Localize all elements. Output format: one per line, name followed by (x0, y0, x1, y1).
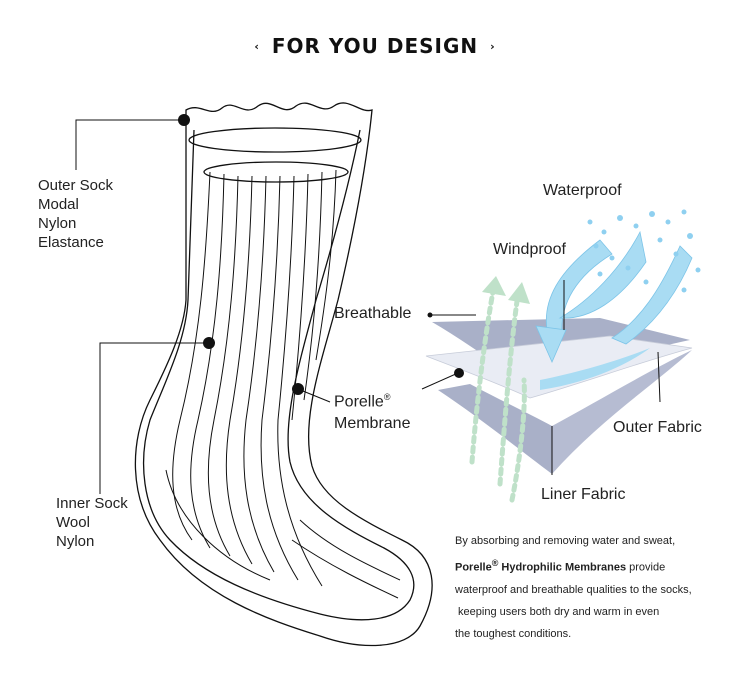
description-line-2: Porelle® Hydrophilic Membranes provide (455, 552, 692, 579)
page-title: ‹ FOR YOU DESIGN › (0, 34, 750, 58)
porelle-name: Porelle (334, 393, 384, 411)
breathable-arrows (469, 283, 527, 503)
sock-leader-lines (75, 119, 331, 494)
description-line-4: keeping users both dry and warm in even (455, 605, 660, 618)
waterproof-arrows (535, 230, 693, 390)
title-left-arrow-icon: ‹ (254, 40, 260, 53)
outer-sock-material-3: Elastance (38, 234, 104, 251)
inner-sock-dot (203, 337, 215, 349)
description-bold-porelle: Porelle (455, 561, 492, 574)
liner-fabric-label: Liner Fabric (541, 486, 626, 503)
outer-sock-label: Outer Sock Modal Nylon Elastance (38, 176, 113, 252)
description-line-1: By absorbing and removing water and swea… (455, 535, 676, 547)
sock-ribs (165, 169, 401, 599)
liner-fabric-edge (552, 350, 692, 474)
porelle-layer-dot (454, 368, 464, 378)
outer-sock-title: Outer Sock (38, 177, 114, 194)
description-text: By absorbing and removing water and swea… (455, 530, 692, 645)
membrane-dot (292, 383, 304, 395)
sock-outline (134, 102, 433, 647)
membrane-layer (425, 335, 693, 399)
description-line-3: waterproof and breathable qualities to t… (455, 583, 692, 596)
inner-sock-material-1: Wool (56, 514, 90, 531)
description-bold-membranes: Hydrophilic Membranes (498, 561, 627, 574)
description-line-5: the toughest conditions. (455, 627, 572, 640)
water-droplets (587, 209, 701, 293)
inner-sock-label: Inner Sock Wool Nylon (56, 494, 128, 551)
outer-sock-material-1: Modal (38, 196, 79, 213)
outer-sock-material-2: Nylon (38, 215, 77, 232)
outer-sock-dot (178, 114, 190, 126)
breathable-dot (427, 312, 433, 318)
windproof-label: Windproof (493, 241, 566, 258)
porelle-mark: ® (383, 392, 391, 402)
title-text: FOR YOU DESIGN (271, 34, 479, 58)
description-line-2-rest: provide (626, 561, 666, 574)
porelle-membrane-label: Porelle® Membrane (334, 386, 410, 435)
title-right-arrow-icon: › (490, 40, 496, 53)
breathable-label: Breathable (334, 305, 412, 322)
inner-sock-material-2: Nylon (56, 533, 95, 550)
description-mark: ® (491, 558, 499, 568)
air-arrow-head-2-icon (508, 282, 530, 304)
outer-fabric-label: Outer Fabric (613, 419, 702, 436)
air-arrow-head-1-icon (482, 276, 506, 296)
inner-sock-title: Inner Sock (56, 495, 128, 512)
liner-fabric-layer (438, 384, 552, 474)
waterproof-label: Waterproof (543, 182, 622, 199)
layer-leader-lines (421, 280, 661, 475)
membrane-word: Membrane (334, 415, 411, 433)
